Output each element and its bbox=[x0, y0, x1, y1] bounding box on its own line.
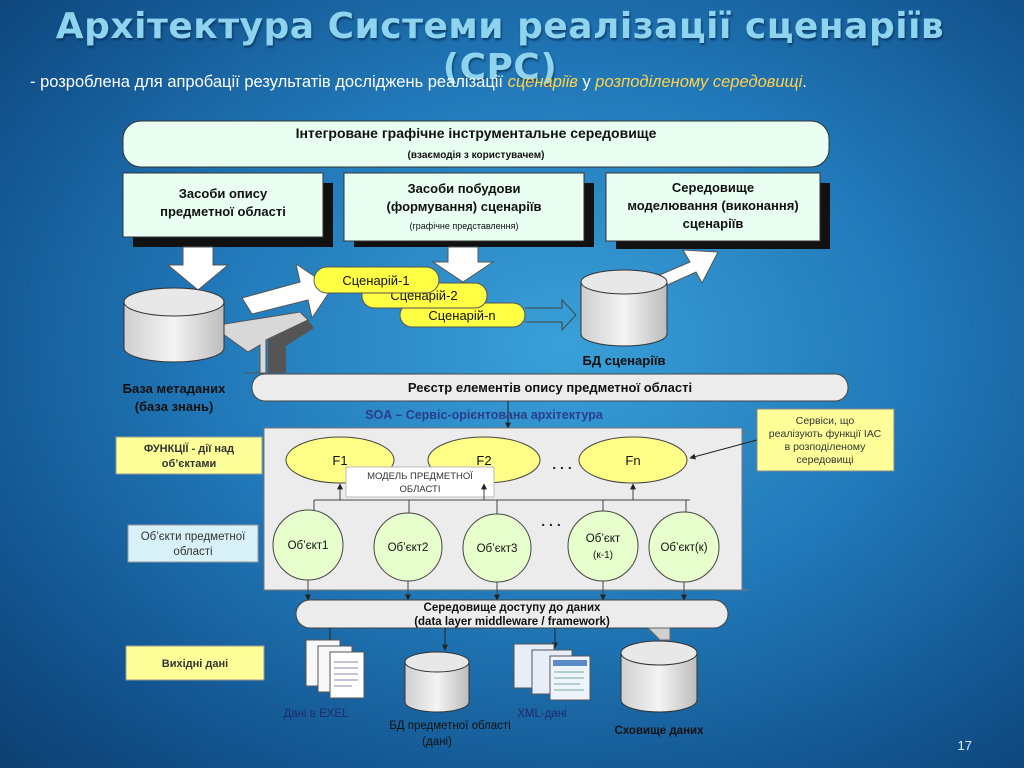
output-label-box: Вихідні дані bbox=[125, 645, 265, 681]
tool1-line2: предметної області bbox=[160, 204, 286, 219]
svg-text:Об’єкт1: Об’єкт1 bbox=[288, 540, 329, 552]
svg-text:Об’єкт(к): Об’єкт(к) bbox=[660, 542, 707, 554]
excel-data-label: Дані в EXEL bbox=[284, 708, 350, 720]
subtitle-mid: у bbox=[577, 73, 596, 91]
svg-text:Вихідні дані: Вихідні дані bbox=[162, 658, 228, 670]
domain-registry-bar: Реєстр елементів опису предметної област… bbox=[251, 373, 849, 402]
right-arrow-to-scenarios bbox=[241, 262, 333, 320]
objects-label-box: Об’єкти предметної області bbox=[127, 524, 259, 563]
page-number: 17 bbox=[957, 738, 972, 753]
domain-db-label-1: БД предметної області bbox=[389, 720, 510, 732]
objects-ellipsis: . . . bbox=[541, 513, 560, 529]
svg-text:Об’єкт: Об’єкт bbox=[586, 533, 621, 545]
tool2-line2: (формування) сценаріїв bbox=[387, 199, 542, 214]
object-3: Об’єкт3 bbox=[462, 513, 532, 583]
svg-text:середовищі: середовищі bbox=[797, 454, 854, 466]
tool2-line3: (графічне представлення) bbox=[410, 221, 519, 231]
down-arrow-scenarios bbox=[431, 246, 495, 283]
registry-feedback-arrow bbox=[210, 311, 309, 374]
svg-text:(data layer middleware / frame: (data layer middleware / framework) bbox=[414, 616, 610, 628]
subtitle-end: . bbox=[802, 73, 807, 91]
svg-text:Об’єкт2: Об’єкт2 bbox=[388, 542, 429, 554]
subtitle-highlight-scenarios: сценаріїв bbox=[507, 73, 578, 91]
object-k: Об’єкт(к) bbox=[648, 511, 720, 583]
tool3-line3: сценаріїв bbox=[683, 216, 744, 231]
data-storage-cylinder bbox=[620, 640, 698, 713]
svg-text:Об’єкт3: Об’єкт3 bbox=[477, 543, 518, 555]
storage-label: Сховище даних bbox=[615, 725, 705, 737]
functions-label-box: ФУНКЦІЇ - дії над об’єктами bbox=[115, 436, 263, 475]
domain-database-cylinder bbox=[404, 651, 470, 713]
services-note: Сервіси, що реалізують функції ІАС в роз… bbox=[756, 408, 895, 472]
scenarios-database-cylinder bbox=[580, 269, 668, 347]
object-2: Об’єкт2 bbox=[373, 512, 443, 582]
page-subtitle: - розроблена для апробації результатів д… bbox=[30, 73, 807, 92]
svg-text:МОДЕЛЬ ПРЕДМЕТНОЇ: МОДЕЛЬ ПРЕДМЕТНОЇ bbox=[367, 471, 473, 482]
page-title: Архітектура Системи реалізації сценаріїв… bbox=[55, 6, 945, 88]
svg-text:в розподіленому: в розподіленому bbox=[785, 441, 867, 453]
svg-text:Сервіси, що: Сервіси, що bbox=[796, 415, 855, 427]
domain-db-label-2: (дані) bbox=[422, 736, 452, 748]
integrated-env-subtitle: (взаємодія з користувачем) bbox=[408, 150, 545, 161]
tool3-line1: Середовище bbox=[672, 180, 754, 195]
svg-text:об’єктами: об’єктами bbox=[162, 458, 217, 470]
subtitle-highlight-distributed: розподіленому середовищі bbox=[595, 73, 803, 91]
svg-text:Об’єкти предметної: Об’єкти предметної bbox=[141, 531, 246, 543]
svg-text:ОБЛАСТІ: ОБЛАСТІ bbox=[400, 484, 441, 495]
svg-text:F1: F1 bbox=[332, 453, 347, 468]
data-access-layer-bar: Середовище доступу до даних (data layer … bbox=[295, 599, 729, 629]
svg-text:реалізують функції ІАС: реалізують функції ІАС bbox=[769, 428, 882, 440]
xml-documents-icon bbox=[513, 643, 591, 701]
function-fn: Fn bbox=[578, 436, 688, 484]
subtitle-prefix: - розроблена для апробації результатів д… bbox=[30, 73, 508, 91]
tool1-line1: Засоби опису bbox=[179, 186, 268, 201]
metadata-db-label-2: (база знань) bbox=[135, 399, 214, 414]
svg-text:Сценарій-1: Сценарій-1 bbox=[342, 273, 409, 288]
tool-box-scenario-execution: Середовище моделювання (виконання) сцена… bbox=[605, 172, 830, 249]
scenarios-db-label: БД сценаріїв bbox=[583, 353, 666, 368]
metadata-db-label-1: База метаданих bbox=[123, 381, 226, 396]
scenario-n-pill: Сценарій-n bbox=[399, 302, 526, 328]
svg-text:Fn: Fn bbox=[625, 453, 640, 468]
tool3-line2: моделювання (виконання) bbox=[627, 198, 798, 213]
domain-model-label: МОДЕЛЬ ПРЕДМЕТНОЇ ОБЛАСТІ bbox=[345, 466, 495, 498]
integrated-environment-box: Інтегроване графічне інструментальне сер… bbox=[122, 120, 830, 168]
svg-text:ФУНКЦІЇ - дії над: ФУНКЦІЇ - дії над bbox=[144, 442, 234, 455]
registry-feedback-arrow-shadow bbox=[268, 320, 314, 373]
excel-documents-icon bbox=[305, 639, 365, 699]
xml-data-label: XML-дані bbox=[517, 708, 567, 720]
metadata-database-cylinder bbox=[123, 287, 225, 363]
svg-text:Середовище доступу до даних: Середовище доступу до даних bbox=[424, 602, 602, 614]
functions-ellipsis: . . . bbox=[552, 456, 571, 472]
scenario-to-db-arrow bbox=[525, 298, 577, 332]
down-arrow-metadata bbox=[166, 246, 230, 291]
registry-label: Реєстр елементів опису предметної област… bbox=[408, 380, 692, 395]
tool-box-scenario-builder: Засоби побудови (формування) сценаріїв (… bbox=[343, 172, 594, 247]
object-k-1: Об’єкт (к-1) bbox=[567, 510, 639, 582]
tool2-line1: Засоби побудови bbox=[408, 181, 521, 196]
object-1: Об’єкт1 bbox=[272, 509, 344, 581]
svg-text:F2: F2 bbox=[476, 453, 491, 468]
soa-label: SOA – Сервіс-орієнтована архітектура bbox=[365, 408, 604, 422]
svg-text:(к-1): (к-1) bbox=[593, 550, 613, 561]
scenario-1-pill: Сценарій-1 bbox=[313, 266, 440, 294]
svg-text:області: області bbox=[173, 546, 212, 558]
svg-text:Сценарій-n: Сценарій-n bbox=[428, 308, 495, 323]
integrated-env-title: Інтегроване графічне інструментальне сер… bbox=[296, 125, 657, 141]
tool-box-domain-description: Засоби опису предметної області bbox=[122, 172, 333, 247]
